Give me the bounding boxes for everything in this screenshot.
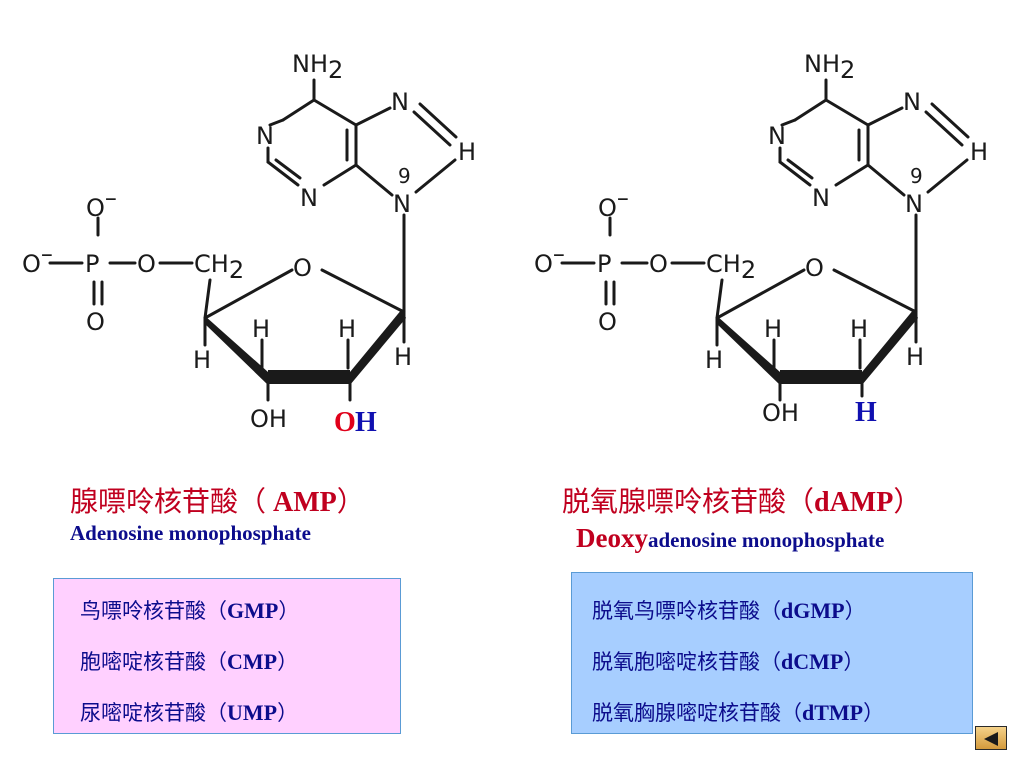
damp-phosphate-o-bottom: O <box>598 308 617 336</box>
damp-phosphate-o-ester: O <box>649 250 668 278</box>
amp-phosphate-o-bottom: O <box>86 308 105 336</box>
amp-c8-h-label: H <box>458 138 476 166</box>
amp-structure-diagram: NH2 N N N H 9 N O– O– P O O CH2 O H H H … <box>22 50 476 438</box>
amp-n3-label: N <box>300 184 318 212</box>
damp-ch2-label: CH2 <box>706 250 756 284</box>
damp-ring-o-label: O <box>805 254 824 282</box>
damp-phosphate-p: P <box>597 250 611 278</box>
amp-c3-oh-label: OH <box>250 405 287 433</box>
ribonucleotide-list-box: 鸟嘌呤核苷酸（GMP） 胞嘧啶核苷酸（CMP） 尿嘧啶核苷酸（UMP） <box>53 578 401 734</box>
amp-phosphate-o-ester: O <box>137 250 156 278</box>
damp-subtitle-rest: adenosine monophosphate <box>647 528 885 552</box>
damp-phosphate-o-left: O– <box>534 240 565 278</box>
damp-n7-label: N <box>903 88 921 116</box>
amp-ch2-label: CH2 <box>194 250 244 284</box>
amp-c2-h-label: H <box>338 315 356 343</box>
damp-title-close: ） <box>893 485 922 518</box>
list-item: 脱氧胞嘧啶核苷酸（dCMP） <box>592 649 865 674</box>
damp-n9-number: 9 <box>910 164 923 188</box>
amp-title: 腺嘌呤核苷酸（ AMP） <box>70 480 365 520</box>
damp-phosphate-o-top: O– <box>598 184 629 222</box>
damp-subtitle-prefix: Deoxy <box>576 523 648 553</box>
amp-title-abbr: AMP <box>266 487 337 518</box>
list-item: 脱氧胸腺嘧啶核苷酸（dTMP） <box>592 700 885 725</box>
damp-n1-label: N <box>768 122 786 150</box>
back-arrow-icon <box>984 732 998 746</box>
amp-c4-h-label: H <box>193 346 211 374</box>
amp-nh2-label: NH2 <box>292 50 343 84</box>
damp-title-abbr: dAMP <box>814 487 894 518</box>
damp-c2-h-highlight: H <box>855 397 877 428</box>
damp-c3-h-label: H <box>764 315 782 343</box>
amp-c2-oh-o-label: O <box>334 407 356 438</box>
amp-subtitle: Adenosine monophosphate <box>70 521 311 545</box>
amp-n7-label: N <box>391 88 409 116</box>
damp-c1-h-label: H <box>906 343 924 371</box>
amp-n1-label: N <box>256 122 274 150</box>
list-item: 鸟嘌呤核苷酸（GMP） <box>80 598 300 623</box>
damp-c8-h-label: H <box>970 138 988 166</box>
damp-c4-h-label: H <box>705 346 723 374</box>
amp-c1-h-label: H <box>394 343 412 371</box>
amp-phosphate-p: P <box>85 250 99 278</box>
list-item: 尿嘧啶核苷酸（UMP） <box>80 700 299 725</box>
ribonucleotide-list: 鸟嘌呤核苷酸（GMP） 胞嘧啶核苷酸（CMP） 尿嘧啶核苷酸（UMP） <box>80 595 299 748</box>
damp-subtitle: Deoxyadenosine monophosphate <box>576 523 884 554</box>
amp-n9-label: N <box>393 190 411 218</box>
damp-title-cn: 脱氧腺嘌呤核苷酸（ <box>562 485 815 518</box>
amp-c3-h-label: H <box>252 315 270 343</box>
amp-phosphate-o-left: O– <box>22 240 53 278</box>
list-item: 胞嘧啶核苷酸（CMP） <box>80 649 299 674</box>
amp-c2-oh-h-label: H <box>355 407 377 438</box>
damp-c3-oh-label: OH <box>762 399 799 427</box>
damp-n3-label: N <box>812 184 830 212</box>
damp-n9-label: N <box>905 190 923 218</box>
deoxyribonucleotide-list-box: 脱氧鸟嘌呤核苷酸（dGMP） 脱氧胞嘧啶核苷酸（dCMP） 脱氧胸腺嘧啶核苷酸（… <box>571 572 973 734</box>
deoxyribonucleotide-list: 脱氧鸟嘌呤核苷酸（dGMP） 脱氧胞嘧啶核苷酸（dCMP） 脱氧胸腺嘧啶核苷酸（… <box>592 595 884 748</box>
damp-structure-diagram: NH2 N N N H 9 N O– O– P O O CH2 O H H H … <box>534 50 988 428</box>
list-item: 脱氧鸟嘌呤核苷酸（dGMP） <box>592 598 866 623</box>
amp-ring-o-label: O <box>293 254 312 282</box>
back-button[interactable] <box>975 726 1007 750</box>
damp-title: 脱氧腺嘌呤核苷酸（dAMP） <box>562 480 921 520</box>
damp-c2-h-label: H <box>850 315 868 343</box>
amp-n9-number: 9 <box>398 164 411 188</box>
amp-phosphate-o-top: O– <box>86 184 117 222</box>
damp-nh2-label: NH2 <box>804 50 855 84</box>
amp-title-cn: 腺嘌呤核苷酸（ <box>70 485 267 518</box>
amp-title-close: ） <box>336 485 365 518</box>
